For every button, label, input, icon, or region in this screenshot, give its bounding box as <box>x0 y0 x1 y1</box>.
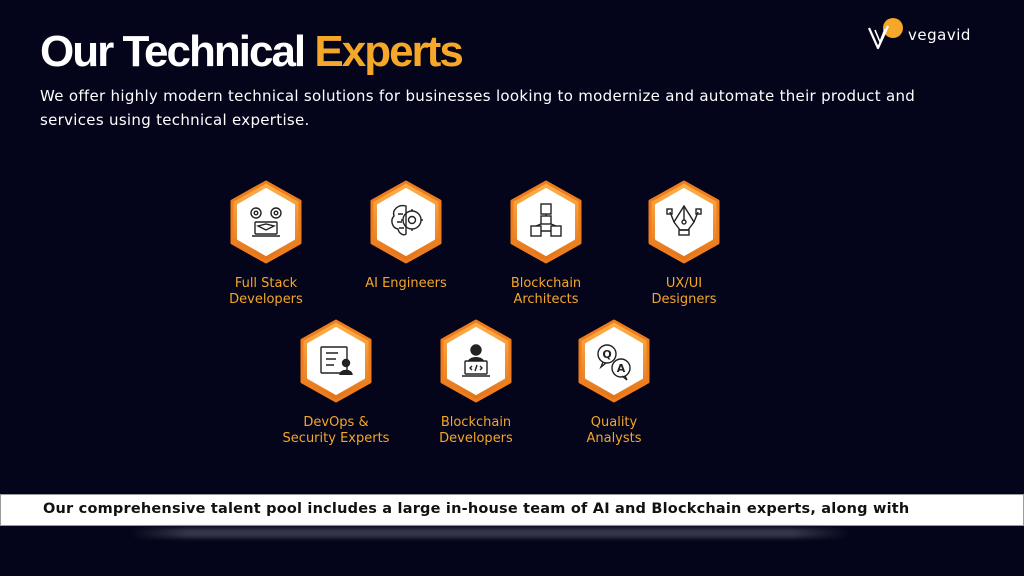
expert-card-ai-engineers: AI Engineers <box>336 180 476 292</box>
page-subtitle: We offer highly modern technical solutio… <box>40 87 916 129</box>
board-user-icon <box>298 319 374 403</box>
svg-text:A: A <box>617 362 626 375</box>
expert-card-blockchain-architects: Blockchain Architects <box>476 180 616 308</box>
vegavid-logo-icon <box>867 18 903 50</box>
expert-label: DevOps & Security Experts <box>282 415 390 446</box>
brain-gear-icon <box>368 180 444 264</box>
expert-card-full-stack: Full Stack Developers <box>196 180 336 308</box>
expert-label: Quality Analysts <box>586 415 642 446</box>
expert-label: AI Engineers <box>365 276 447 291</box>
svg-text:Q: Q <box>602 348 611 361</box>
expert-card-ux-ui: UX/UI Designers <box>614 180 754 308</box>
developer-laptop-icon <box>438 319 514 403</box>
pen-tool-icon <box>646 180 722 264</box>
expert-label: Blockchain Developers <box>439 415 513 446</box>
expert-card-blockchain-developers: Blockchain Developers <box>406 319 546 447</box>
page-title: Our Technical Experts <box>40 26 464 78</box>
expert-label: UX/UI Designers <box>651 276 717 307</box>
blocks-network-icon <box>508 180 584 264</box>
footer-text: Our comprehensive talent pool includes a… <box>43 501 910 517</box>
title-orange-part: Experts <box>314 27 463 76</box>
expert-label: Blockchain Architects <box>510 276 582 307</box>
expert-card-quality-analysts: Q A Quality Analysts <box>544 319 684 447</box>
gear-laptop-icon <box>228 180 304 264</box>
vegavid-logo: vegavid <box>866 16 986 56</box>
expert-card-devops: DevOps & Security Experts <box>266 319 406 447</box>
blurred-overflow-text <box>130 528 850 538</box>
title-white-part: Our Technical <box>40 27 306 76</box>
footer-banner: Our comprehensive talent pool includes a… <box>0 494 1024 526</box>
expert-label: Full Stack Developers <box>229 276 303 307</box>
qa-bubbles-icon: Q A <box>576 319 652 403</box>
vegavid-logo-text: vegavid <box>908 26 971 44</box>
